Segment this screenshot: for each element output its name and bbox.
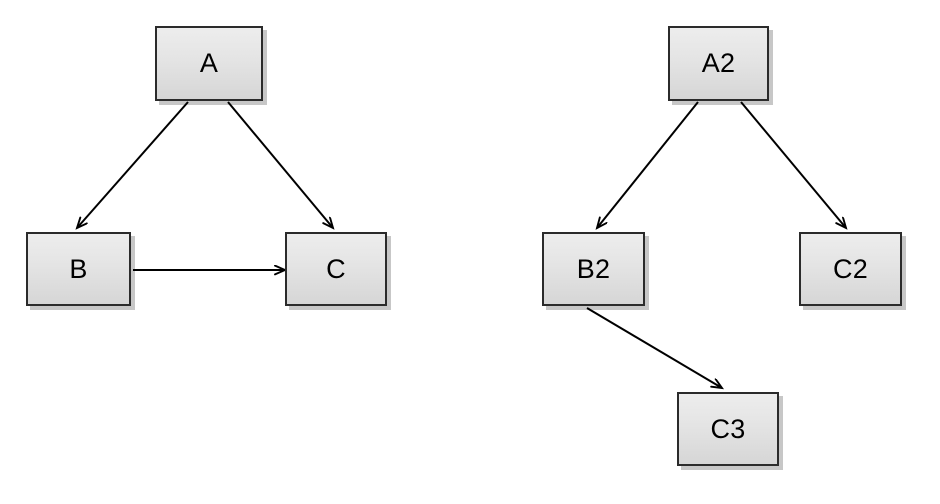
node-c3[interactable]: C3 <box>677 392 779 466</box>
node-c2[interactable]: C2 <box>799 232 902 306</box>
node-label-c2: C2 <box>833 253 868 284</box>
node-b2[interactable]: B2 <box>542 232 645 306</box>
node-b[interactable]: B <box>26 232 131 306</box>
node-label-b: B <box>69 253 88 284</box>
node-c[interactable]: C <box>285 232 387 306</box>
node-label-b2: B2 <box>576 253 611 284</box>
edge-a-to-b <box>77 101 189 228</box>
node-a[interactable]: A <box>155 26 263 101</box>
node-label-c: C <box>326 253 346 284</box>
edge-b2-to-c3 <box>586 307 722 388</box>
node-label-c3: C3 <box>710 413 746 444</box>
edge-a-to-c <box>227 101 333 228</box>
edge-a2-to-c2 <box>740 101 846 228</box>
node-a2[interactable]: A2 <box>668 26 769 101</box>
edge-a2-to-b2 <box>597 101 699 228</box>
node-label-a2: A2 <box>701 48 736 78</box>
node-label-a: A <box>199 48 219 78</box>
